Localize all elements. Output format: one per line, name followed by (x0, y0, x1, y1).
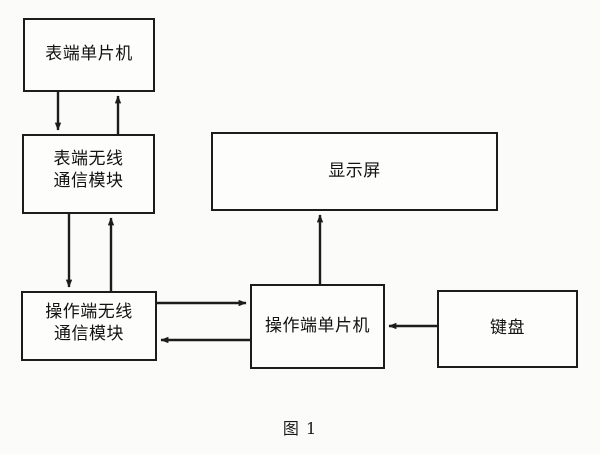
node-keyboard: 键盘 (437, 290, 578, 368)
node-meter-wireless-module: 表端无线 通信模块 (22, 134, 155, 214)
node-meter-mcu: 表端单片机 (23, 18, 155, 92)
node-display-screen: 显示屏 (211, 132, 498, 211)
node-label: 表端无线 通信模块 (53, 149, 124, 191)
node-label: 显示屏 (328, 160, 381, 181)
node-operator-mcu: 操作端单片机 (250, 284, 385, 369)
node-label: 操作端无线 通信模块 (45, 302, 133, 344)
node-label: 键盘 (490, 318, 525, 339)
node-operator-wireless-module: 操作端无线 通信模块 (21, 291, 157, 361)
node-label: 表端单片机 (45, 44, 133, 65)
figure-caption: 图 1 (282, 419, 318, 438)
node-label: 操作端单片机 (265, 315, 370, 336)
